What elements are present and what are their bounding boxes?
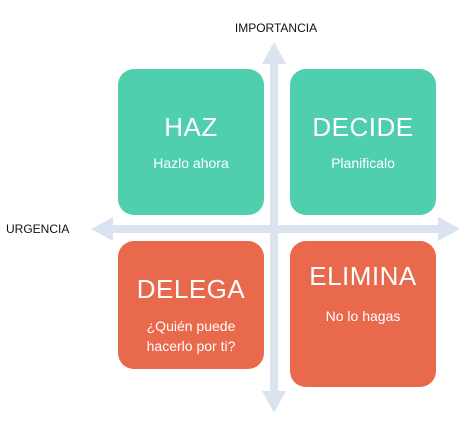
quadrant-delegate-subtitle: ¿Quién puede hacerlo por ti?	[146, 318, 236, 354]
quadrant-do-title: HAZ	[164, 112, 218, 142]
quadrant-delegate: DELEGA ¿Quién puede hacerlo por ti?	[118, 241, 264, 369]
horizontal-axis-arrow-right	[438, 217, 460, 241]
quadrant-eliminate-title: ELIMINA	[309, 261, 417, 291]
importance-axis-label: IMPORTANCIA	[234, 21, 318, 35]
quadrant-decide: DECIDE Planificalo	[290, 69, 436, 215]
quadrant-do: HAZ Hazlo ahora	[118, 69, 264, 215]
vertical-axis-arrow-down	[262, 391, 286, 413]
quadrant-delegate-title: DELEGA	[136, 274, 246, 304]
quadrant-eliminate-subtitle: No lo hagas	[325, 308, 401, 324]
urgency-axis-label: URGENCIA	[6, 222, 70, 236]
quadrant-do-subtitle: Hazlo ahora	[153, 155, 229, 171]
quadrant-decide-title: DECIDE	[312, 112, 414, 142]
vertical-axis-arrow-up	[262, 42, 286, 64]
quadrant-decide-subtitle: Planificalo	[331, 155, 395, 171]
horizontal-axis-arrow-left	[91, 217, 113, 241]
quadrant-eliminate: ELIMINA No lo hagas	[290, 241, 436, 387]
horizontal-axis-line	[110, 225, 440, 233]
